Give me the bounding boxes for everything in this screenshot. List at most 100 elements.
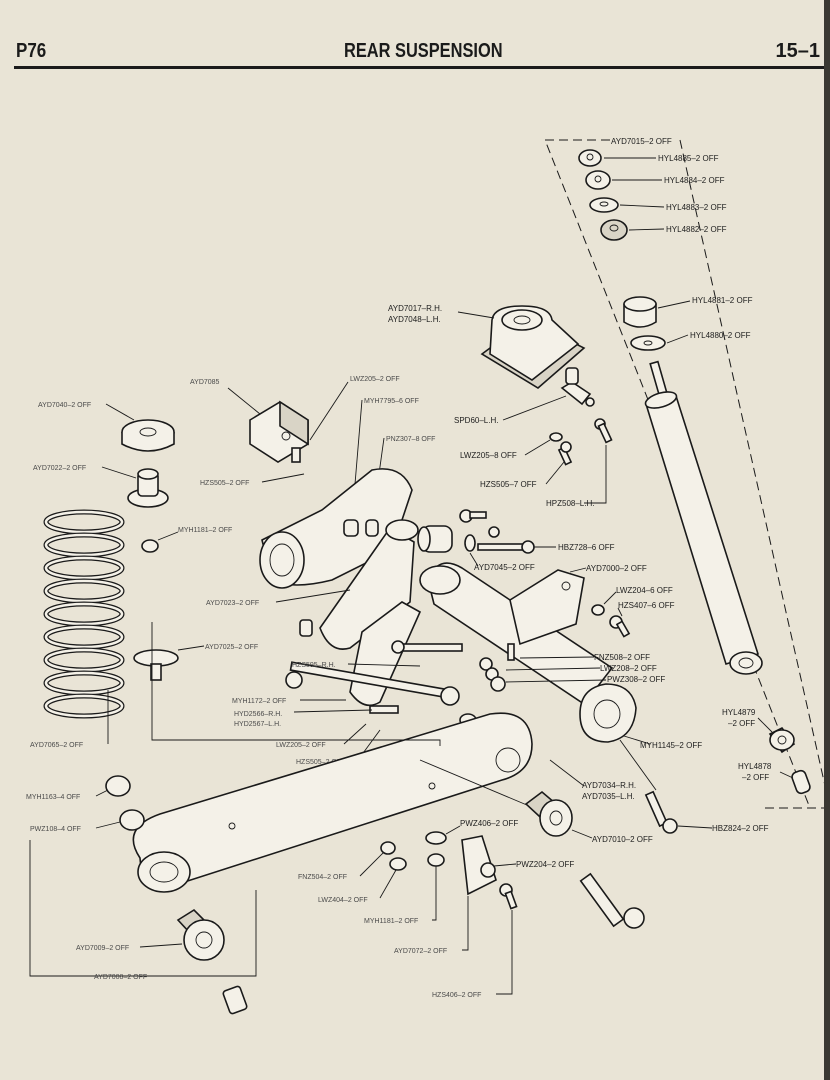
- bush-ayd7045-part: AYD7045–2 OFF: [417, 525, 535, 572]
- label-pwz406: PWZ406–2 OFF: [460, 819, 518, 828]
- label-hyl4878-qty: –2 OFF: [742, 773, 769, 782]
- label-hyl4880: HYL4880–2 OFF: [690, 331, 751, 340]
- label-hyl4881: HYL4881–2 OFF: [692, 296, 753, 305]
- label-hyl4884: HYL4884–2 OFF: [664, 176, 725, 185]
- label-lwz205-top: LWZ205–2 OFF: [350, 376, 400, 383]
- hub-flange-part: MYH1145–2 OFF: [579, 683, 702, 750]
- label-myh1145: MYH1145–2 OFF: [640, 741, 702, 750]
- label-ayd7072: AYD7072–2 OFF: [394, 948, 447, 955]
- sleeve-hyl4878-part: HYL4878 –2 OFF: [738, 762, 811, 795]
- page-edge: [824, 0, 830, 1080]
- label-fnz504: FNZ504–2 OFF: [298, 874, 347, 881]
- label-hzs406: HZS406–2 OFF: [432, 992, 481, 999]
- label-myh1163: MYH1163–4 OFF: [26, 794, 80, 801]
- washer-bolt-lwz204: LWZ204–6 OFF HZS407–6 OFF: [591, 586, 675, 638]
- label-ayd7008: AYD7008–2 OFF: [94, 974, 147, 981]
- shock-absorber-group: AYD7015–2 OFF HYL4885–2 OFF HYL4884–2 OF…: [544, 137, 830, 809]
- small-bracket-part: SPD60–L.H.: [454, 367, 595, 425]
- spring-coil-highlight: [44, 510, 124, 534]
- label-lwz204: LWZ204–6 OFF: [616, 586, 673, 595]
- lower-link-part: AYD7034–R.H. AYD7035–L.H.: [132, 712, 636, 893]
- label-hpz508: HPZ508–L.H.: [546, 499, 594, 508]
- label-hyl4879: HYL4879: [722, 708, 756, 717]
- label-hzs505-7: HZS505–7 OFF: [480, 480, 537, 489]
- label-hzs595: HZS595–R.H.: [292, 662, 336, 669]
- washer-stack: FNZ508–2 OFF LWZ208–2 OFF PWZ308–2 OFF: [479, 643, 665, 692]
- spring-coil-highlight: [44, 533, 124, 557]
- spring-coil-highlight: [44, 671, 124, 695]
- coil-spring-part: [43, 509, 125, 719]
- arm-bracket-hyd2566: HZS595–R.H. MYH1172–2 OFF HYD2566–R.H. H…: [232, 601, 463, 766]
- label-hzs407: HZS407–6 OFF: [618, 601, 675, 610]
- bush-hyl4879-part: HYL4879 –2 OFF: [722, 708, 796, 754]
- label-hyd2566: HYD2566–R.H.: [234, 711, 282, 718]
- fixings-lower: PWZ406–2 OFF FNZ504–2 OFF LWZ404–2 OFF M…: [298, 819, 518, 925]
- locknut-part: [585, 170, 611, 190]
- shock-absorber-part: [644, 360, 763, 675]
- label-lwz205-bot: LWZ205–2 OFF: [276, 742, 326, 749]
- pin-hpz508: HPZ508–L.H.: [546, 418, 613, 508]
- lower-bush-ayd7009: AYD7009–2 OFF: [76, 908, 225, 961]
- label-myh7795: MYH7795–6 OFF: [364, 398, 419, 405]
- arm-ayd7023-part: AYD7023–2 OFF: [206, 519, 419, 650]
- label-ayd7009: AYD7009–2 OFF: [76, 945, 129, 952]
- lower-link-frame: AYD7008–2 OFF: [29, 622, 441, 1015]
- label-pwz204: PWZ204–2 OFF: [516, 860, 574, 869]
- label-hyl4885: HYL4885–2 OFF: [658, 154, 719, 163]
- label-myh1172: MYH1172–2 OFF: [232, 698, 286, 705]
- label-ayd7035: AYD7035–L.H.: [582, 792, 635, 801]
- nut-part: [578, 149, 602, 167]
- label-hyl4883: HYL4883–2 OFF: [666, 203, 727, 212]
- rubber-mount-part: AYD7085 HZS505–2 OFF: [190, 379, 309, 487]
- label-hbz824: HBZ824–2 OFF: [712, 824, 769, 833]
- label-ayd7000: AYD7000–2 OFF: [586, 564, 647, 573]
- label-pwz108: PWZ108–4 OFF: [30, 826, 81, 833]
- nut-myh1181-part: MYH1181–2 OFF: [141, 527, 232, 553]
- label-lwz208: LWZ208–2 OFF: [600, 664, 657, 673]
- label-ayd7085: AYD7085: [190, 379, 220, 386]
- label-ayd7023: AYD7023–2 OFF: [206, 600, 259, 607]
- bump-stop-part: AYD7040–2 OFF: [38, 402, 175, 452]
- label-ayd7065: AYD7065–2 OFF: [30, 742, 83, 749]
- label-hyl4878: HYL4878: [738, 762, 772, 771]
- label-hyl4879-qty: –2 OFF: [728, 719, 755, 728]
- label-myh1181-bot: MYH1181–2 OFF: [364, 918, 418, 925]
- plate-ayd7072: PWZ204–2 OFF AYD7072–2 OFF HZS406–2 OFF: [394, 835, 574, 999]
- label-hyd2567: HYD2567–L.H.: [234, 721, 281, 728]
- rubber-bush-part: [600, 219, 628, 241]
- link-bush-ayd7010: AYD7010–2 OFF: [524, 790, 653, 844]
- lower-rubber-bush-part: [623, 296, 657, 328]
- label-ayd7048: AYD7048–L.H.: [388, 315, 441, 324]
- bolt-hbz728-part: HBZ728–6 OFF: [459, 509, 615, 554]
- washer-bolt-pair: LWZ205–8 OFF HZS505–7 OFF: [460, 432, 573, 489]
- spring-coil-highlight: [44, 648, 124, 672]
- label-hzs505-2: HZS505–2 OFF: [200, 480, 249, 487]
- page-reference: 15–1: [775, 40, 821, 62]
- spring-aid-part: AYD7025–2 OFF AYD7065–2 OFF: [30, 644, 258, 749]
- label-ayd7025: AYD7025–2 OFF: [205, 644, 258, 651]
- label-pwz308: PWZ308–2 OFF: [607, 675, 665, 684]
- long-bolt-part: [579, 872, 645, 929]
- washer-part: [589, 197, 619, 213]
- spring-coil-highlight: [44, 602, 124, 626]
- spring-coil-highlight: [44, 556, 124, 580]
- label-ayd7040: AYD7040–2 OFF: [38, 402, 91, 409]
- label-ayd7015: AYD7015–2 OFF: [611, 137, 672, 146]
- label-hbz728: HBZ728–6 OFF: [558, 543, 615, 552]
- label-ayd7022: AYD7022–2 OFF: [33, 465, 86, 472]
- label-hyl4882: HYL4882–2 OFF: [666, 225, 727, 234]
- spring-coil-highlight: [44, 694, 124, 718]
- lower-washer-part: [630, 335, 666, 351]
- label-spd60: SPD60–L.H.: [454, 416, 498, 425]
- label-fnz508: FNZ508–2 OFF: [594, 653, 650, 662]
- label-lwz404: LWZ404–2 OFF: [318, 897, 368, 904]
- header-rule: [14, 66, 828, 69]
- top-mount-part: AYD7017–R.H. AYD7048–L.H.: [388, 304, 586, 389]
- bolt-hbz824-part: HBZ824–2 OFF: [619, 739, 769, 834]
- page-title: REAR SUSPENSION: [344, 40, 503, 62]
- label-lwz205-8: LWZ205–8 OFF: [460, 451, 517, 460]
- label-myh1181-top: MYH1181–2 OFF: [178, 527, 232, 534]
- bracket-ayd7000-part: AYD7000–2 OFF: [509, 564, 647, 646]
